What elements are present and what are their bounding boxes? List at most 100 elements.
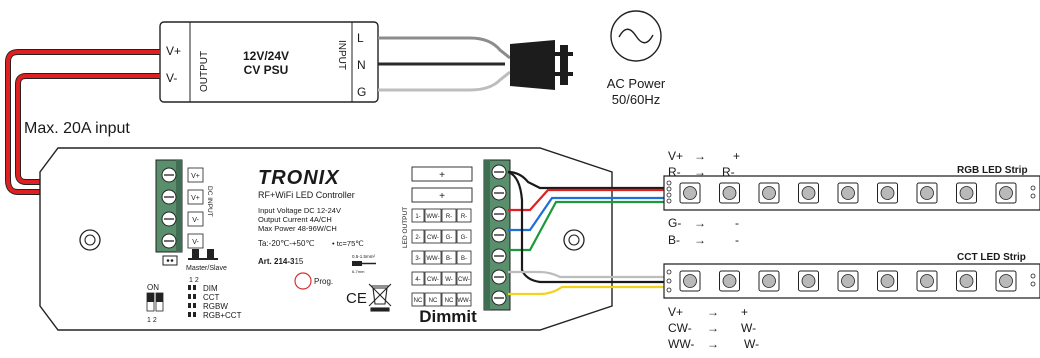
rgb-strip-labels: V+ → + R- → R- G- → - B- → - xyxy=(668,149,740,247)
psu-terminal-vplus: V+ xyxy=(166,44,181,58)
led-diode xyxy=(762,186,776,200)
output-cell-box xyxy=(456,250,472,265)
output-cell-label: R- xyxy=(461,214,467,220)
rgb-label-r-arrow: → xyxy=(694,165,706,179)
spec-max-power: Max Power 48-96W/CH xyxy=(258,224,337,233)
master-slave-port: Master/Slave xyxy=(162,249,227,272)
led-diode xyxy=(762,274,776,288)
dip-mode-icons xyxy=(188,285,196,317)
output-cell-box xyxy=(441,250,457,265)
led-diode xyxy=(920,186,934,200)
output-cell-label: NC xyxy=(429,298,438,304)
output-cell-label: WW- xyxy=(457,298,470,304)
led-diode xyxy=(801,274,816,288)
prog-button[interactable] xyxy=(294,272,312,290)
output-cell-label: WW- xyxy=(426,214,439,220)
rgb-led-strip: RGB LED Strip xyxy=(663,165,1040,211)
cct-led-strip: CCT LED Strip xyxy=(663,252,1040,299)
dip-on-label: ON xyxy=(147,283,159,292)
rgb-label-b-right: - xyxy=(735,233,739,247)
ac-power-label: AC Power xyxy=(607,76,666,91)
rgb-label-vplus-arrow: → xyxy=(694,149,706,163)
rgb-strip-title: RGB LED Strip xyxy=(957,165,1028,176)
output-cell-box xyxy=(424,229,442,244)
led-diode xyxy=(880,274,895,288)
led-diode xyxy=(683,186,697,200)
output-cell-label: B- xyxy=(446,256,452,262)
psu-terminal-n: N xyxy=(357,58,366,72)
dip-bottom-numbers: 1 2 xyxy=(147,317,157,324)
psu-terminal-vminus: V- xyxy=(166,71,177,85)
ac-wires xyxy=(378,36,511,92)
cct-label-vplus-left: V+ xyxy=(668,305,683,319)
led-diode xyxy=(880,186,895,200)
output-cell-label: CW- xyxy=(458,277,470,283)
article-number: Art. 214-315 xyxy=(258,257,304,266)
output-cell-box xyxy=(456,229,472,244)
output-cell-label: 1- xyxy=(415,214,420,220)
mode-cct: CCT xyxy=(203,293,220,302)
output-cell-label: NC xyxy=(445,298,454,304)
cct-label-vplus-arrow: → xyxy=(707,305,719,319)
cct-label-ww-arrow: → xyxy=(707,337,719,351)
output-cell-label: G- xyxy=(461,235,468,241)
output-cell-box xyxy=(411,292,425,307)
cct-label-ww-left: WW- xyxy=(668,337,694,351)
led-output-label-table: + + LED OUTPUT 1-WW-R-R-2-CW-G-G-3-WW-B-… xyxy=(402,166,473,307)
led-diode xyxy=(841,186,855,200)
output-cell-box xyxy=(424,208,442,223)
led-controller: V+ V+ V- V- DC INPUT TRONIX RF+WiFi LED … xyxy=(39,147,613,331)
mounting-hole-right xyxy=(563,229,585,251)
rgb-label-b-left: B- xyxy=(668,233,680,247)
output-cell-label: G- xyxy=(446,235,453,241)
dip-header-numbers: 1 2 xyxy=(189,277,199,284)
output-cell-label: R- xyxy=(446,214,452,220)
wire-size-label: 0.5-1.5mm² xyxy=(352,254,376,259)
cct-label-cw-right: W- xyxy=(741,321,756,335)
output-cell-box xyxy=(411,250,425,265)
spec-input-voltage: Input Voltage DC 12-24V xyxy=(258,206,341,215)
power-supply-unit: V+ V- OUTPUT 12V/24V CV PSU INPUT L N G xyxy=(159,21,379,103)
ac-plug xyxy=(510,40,573,90)
output-wires xyxy=(507,170,664,296)
led-output-terminal-block[interactable] xyxy=(483,159,511,311)
rgb-label-r-left: R- xyxy=(668,165,681,179)
output-cell-label: B- xyxy=(461,256,467,262)
output-cell-box xyxy=(441,229,457,244)
output-cell-label: W- xyxy=(445,277,453,283)
cct-strip-title: CCT LED Strip xyxy=(957,252,1026,263)
led-output-label: LED OUTPUT xyxy=(402,207,409,248)
dip-switch[interactable]: ON 1 2 xyxy=(146,283,164,324)
dc-input-terminal-block[interactable] xyxy=(155,159,183,253)
output-cell-label: 2- xyxy=(415,235,420,241)
led-diode xyxy=(959,274,974,288)
rgb-label-r-right: R- xyxy=(722,165,735,179)
spec-output-current: Output Current 4A/CH xyxy=(258,215,332,224)
psu-type-label: CV PSU xyxy=(244,63,289,77)
cct-label-vplus-right: + xyxy=(741,305,748,319)
output-cell-box xyxy=(456,208,472,223)
spec-ambient-temp: Ta:-20℃-+50℃ xyxy=(258,239,314,248)
led-diode xyxy=(722,274,737,288)
led-diode xyxy=(841,274,855,288)
ac-power-symbol: AC Power 50/60Hz xyxy=(607,10,666,107)
cct-label-ww-right: W- xyxy=(744,337,759,351)
output-cell-label: CW- xyxy=(427,235,439,241)
output-cell-box xyxy=(441,292,457,307)
rgb-label-vplus-right: + xyxy=(733,149,740,163)
output-cell-label: NC xyxy=(414,298,423,304)
output-cell-box xyxy=(424,292,442,307)
led-diode xyxy=(722,186,737,200)
led-diode xyxy=(999,186,1013,200)
plus-box-1: + xyxy=(439,170,445,181)
dc-input-label: DC INPUT xyxy=(206,186,213,217)
cct-label-cw-left: CW- xyxy=(668,321,692,335)
plus-box-2: + xyxy=(439,191,445,202)
weee-icon xyxy=(368,283,392,312)
led-diode xyxy=(683,274,697,288)
rgb-label-g-arrow: → xyxy=(694,216,706,230)
output-cell-box xyxy=(411,229,425,244)
output-cell-box xyxy=(424,271,442,286)
spec-case-temp: • tc=75℃ xyxy=(332,239,364,248)
cct-strip-labels: V+ → + CW- → W- WW- → W- xyxy=(668,305,759,351)
